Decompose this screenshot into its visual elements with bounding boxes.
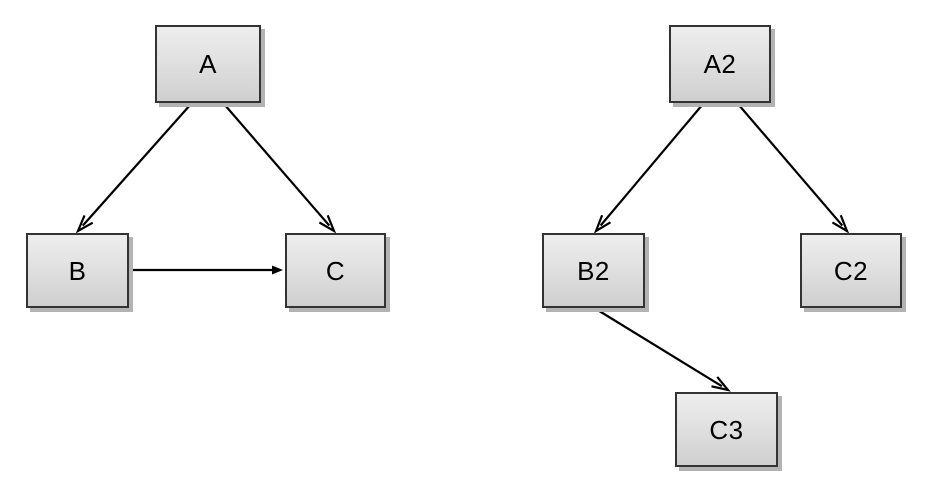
node-C3[interactable]: C3 (675, 392, 778, 467)
arrowhead-open (318, 214, 337, 234)
edge-line (595, 308, 723, 388)
arrowhead-open (711, 376, 731, 392)
edge-A2-C2[interactable] (737, 103, 850, 234)
arrowhead-open (593, 214, 612, 234)
edge-A-C[interactable] (223, 103, 337, 234)
arrowhead-open (831, 214, 850, 234)
node-label: C (325, 255, 346, 286)
node-label: C2 (833, 255, 869, 286)
edge-line (223, 103, 331, 227)
node-A[interactable]: A (155, 25, 261, 103)
node-label: C3 (709, 414, 744, 445)
edge-A2-B2[interactable] (593, 103, 704, 234)
node-A2[interactable]: A2 (669, 25, 771, 103)
arrowhead-open (75, 214, 94, 234)
node-label: B2 (577, 255, 610, 286)
edge-B-C[interactable] (130, 265, 283, 275)
node-B2[interactable]: B2 (542, 233, 645, 308)
edge-line (599, 103, 704, 227)
edge-A-B[interactable] (75, 103, 192, 234)
node-label: A (199, 49, 217, 79)
node-C2[interactable]: C2 (800, 233, 902, 308)
node-label: A2 (703, 49, 737, 79)
edge-B2-C3[interactable] (595, 308, 731, 392)
node-label: B (68, 255, 87, 286)
arrowhead-filled (272, 265, 283, 275)
edge-line (737, 103, 844, 227)
node-C[interactable]: C (285, 233, 386, 308)
node-B[interactable]: B (26, 233, 129, 308)
edge-line (81, 103, 192, 227)
